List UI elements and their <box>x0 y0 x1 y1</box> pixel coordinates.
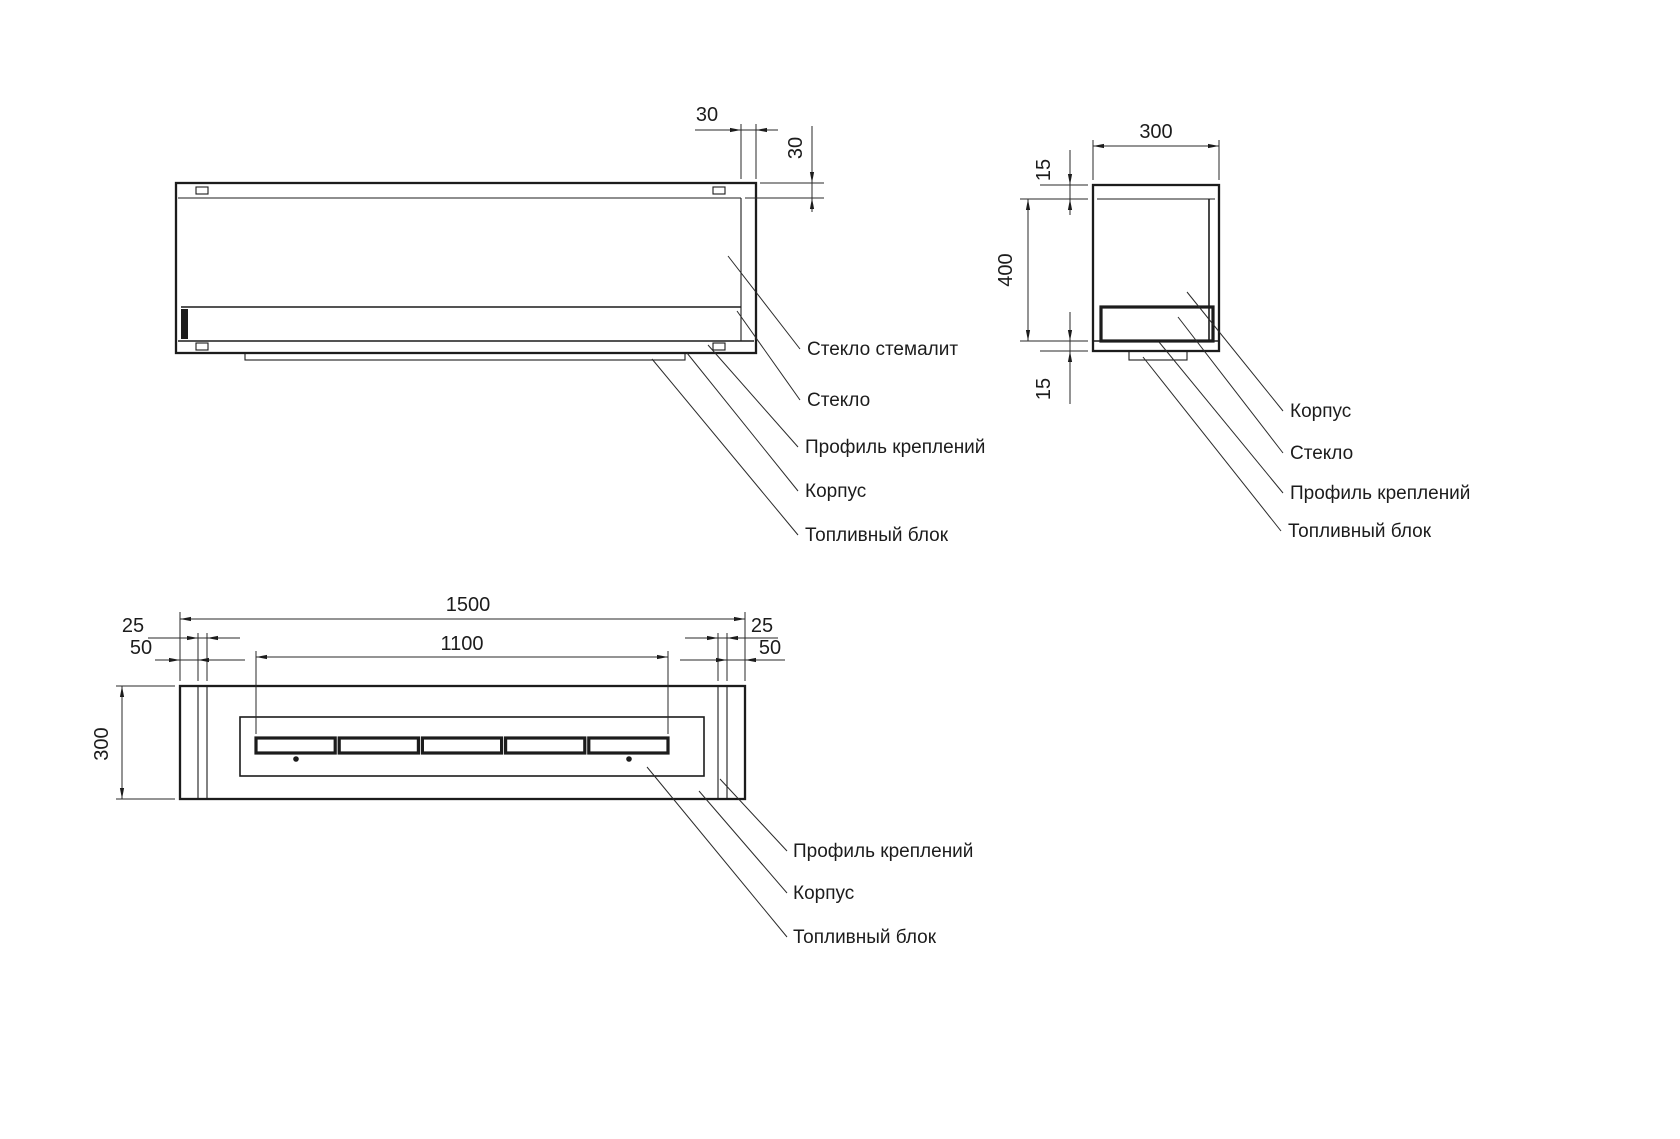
label-side-profile: Профиль креплений <box>1290 483 1470 504</box>
plan-outline <box>178 684 747 801</box>
plan-view-leaders: Профиль креплений Корпус Топливный блок <box>646 766 973 948</box>
dim-side-height: 400 <box>995 253 1017 286</box>
plan-burner-slat-2 <box>337 736 421 755</box>
label-plan-fuel-block: Топливный блок <box>793 927 937 948</box>
front-burner-end-cap <box>181 309 188 339</box>
dim-front-side-offset: 30 <box>785 137 807 159</box>
side-outline <box>1091 183 1221 353</box>
dim-side-bottom-frame: 15 <box>1033 378 1055 400</box>
plan-fuel-block-housing <box>239 716 705 777</box>
dim-plan-offset-50-left: 50 <box>130 637 152 659</box>
dim-side-width: 300 <box>1139 121 1172 143</box>
front-tab-top-right <box>712 186 726 195</box>
front-outline <box>174 181 758 355</box>
side-view-dimensions: 300 15 400 15 <box>995 121 1220 404</box>
dim-front-top-offset: 30 <box>696 104 718 126</box>
label-side-glass: Стекло <box>1290 443 1353 464</box>
dim-plan-length: 1500 <box>446 594 491 616</box>
plan-screw-left <box>293 756 299 762</box>
side-view-leaders: Корпус Стекло Профиль креплений Топливны… <box>1142 291 1470 542</box>
plan-burner-slat-4 <box>504 736 587 755</box>
label-front-glass: Стекло <box>807 390 870 411</box>
plan-screw-right <box>626 756 632 762</box>
plan-burner-slat-1 <box>254 736 337 755</box>
plan-view-dimensions: 1500 1100 25 50 25 50 300 <box>91 594 785 800</box>
label-front-glass-stemalit: Стекло стемалит <box>807 339 958 360</box>
plan-view <box>178 684 747 801</box>
side-fuel-block <box>1099 305 1215 343</box>
plan-burner-slat-5 <box>587 736 670 755</box>
front-view-dimensions: 30 30 <box>695 104 824 212</box>
front-tab-bottom-left <box>195 342 209 351</box>
front-tab-bottom-right <box>712 342 726 351</box>
dim-plan-burner-length: 1100 <box>440 633 483 655</box>
front-tab-top-left <box>195 186 209 195</box>
label-side-body: Корпус <box>1290 401 1351 422</box>
label-front-body: Корпус <box>805 481 866 502</box>
dim-plan-depth: 300 <box>91 727 113 760</box>
side-foot <box>1128 350 1188 361</box>
front-mount-profile <box>244 352 686 361</box>
dim-plan-offset-50-right: 50 <box>759 637 781 659</box>
label-front-profile: Профиль креплений <box>805 437 985 458</box>
plan-burner-slat-3 <box>420 736 504 755</box>
front-view <box>174 181 758 361</box>
front-view-leaders: Стекло стемалит Стекло Профиль креплений… <box>651 255 985 546</box>
label-plan-body: Корпус <box>793 883 854 904</box>
dim-plan-offset-25-right: 25 <box>751 615 773 637</box>
dim-plan-offset-25-left: 25 <box>122 615 144 637</box>
side-view <box>1091 183 1221 361</box>
label-plan-profile: Профиль креплений <box>793 841 973 862</box>
dim-side-top-frame: 15 <box>1033 159 1055 181</box>
label-side-fuel-block: Топливный блок <box>1288 521 1432 542</box>
label-front-fuel-block: Топливный блок <box>805 525 949 546</box>
